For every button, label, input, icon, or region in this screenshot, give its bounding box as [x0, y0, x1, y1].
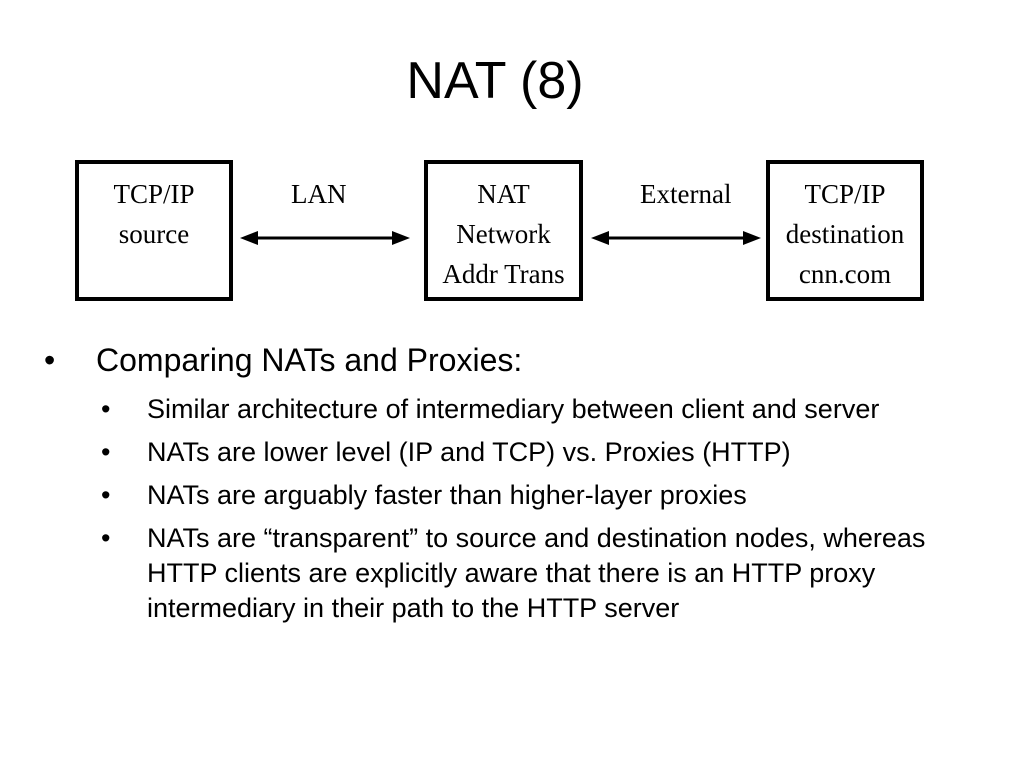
sub-bullet-item: • Similar architecture of intermediary b… [0, 392, 1024, 427]
slide-title: NAT (8) [406, 52, 584, 110]
bullet-heading: Comparing NATs and Proxies: [96, 342, 523, 378]
sub-bullet-text: NATs are “transparent” to source and des… [147, 523, 926, 623]
tcpip-source-box: TCP/IP source [75, 160, 233, 301]
sub-bullet-marker: • [101, 480, 111, 510]
source-box-line: TCP/IP [113, 179, 195, 209]
lan-label: LAN [291, 179, 347, 209]
nat-box-line: NAT [477, 179, 530, 209]
nat-box-line: Addr Trans [442, 259, 565, 289]
lan-double-arrow [240, 231, 410, 245]
nat-box: NAT Network Addr Trans [424, 160, 583, 301]
sub-bullet-item: • NATs are lower level (IP and TCP) vs. … [0, 435, 1024, 470]
bullet-marker: • [44, 342, 56, 378]
sub-bullet-text: NATs are lower level (IP and TCP) vs. Pr… [147, 437, 791, 467]
nat-box-line: Network [456, 219, 551, 249]
external-label: External [640, 179, 732, 209]
sub-bullet-marker: • [101, 523, 111, 553]
sub-bullet-text: Similar architecture of intermediary bet… [147, 394, 880, 424]
tcpip-destination-box: TCP/IP destination cnn.com [766, 160, 924, 301]
sub-bullet-item: • NATs are arguably faster than higher-l… [0, 478, 1024, 513]
destination-box-line: cnn.com [798, 259, 892, 289]
external-double-arrow [591, 231, 761, 245]
source-box-line: source [118, 219, 190, 249]
destination-box-line: TCP/IP [804, 179, 886, 209]
sub-bullet-item: • NATs are “transparent” to source and d… [0, 521, 1024, 626]
sub-bullet-marker: • [101, 394, 111, 424]
destination-box-line: destination [785, 219, 905, 249]
sub-bullet-text: NATs are arguably faster than higher-lay… [147, 480, 747, 510]
sub-bullet-marker: • [101, 437, 111, 467]
sub-bullet-list: • Similar architecture of intermediary b… [0, 392, 1024, 634]
